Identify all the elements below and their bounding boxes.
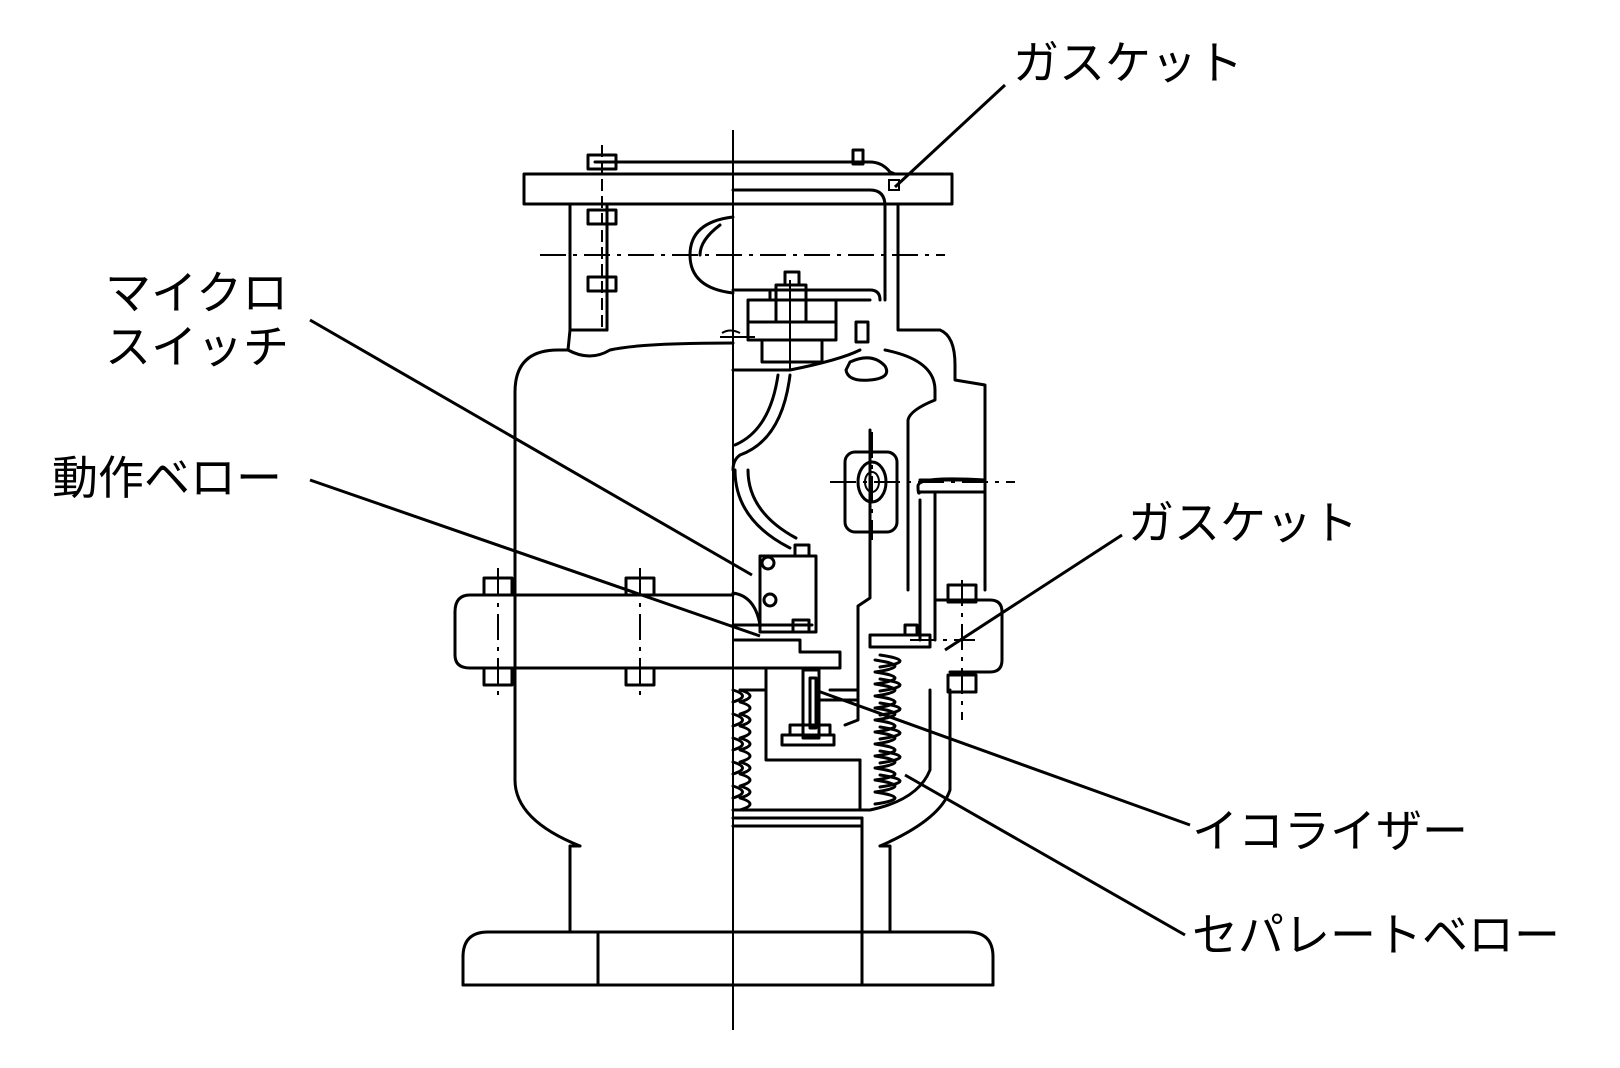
leader-gasket-right	[944, 533, 1123, 652]
leader-micro-switch	[309, 318, 753, 577]
label-operating-bellows: 動作ベロー	[52, 451, 282, 505]
terminal-block	[720, 270, 870, 370]
label-micro-switch-line1: マイクロ	[105, 266, 289, 320]
leader-equalizer	[814, 688, 1191, 827]
flange-bolts	[586, 145, 865, 330]
label-separate-bellows: セパレートベロー	[1192, 908, 1560, 962]
top-flange	[522, 160, 954, 332]
leader-gasket-top	[893, 83, 1007, 189]
body-shell	[513, 283, 952, 848]
internal-chamber	[731, 348, 1015, 712]
equalizer	[780, 668, 860, 747]
leader-operating-bellows	[309, 478, 761, 638]
middle-flange	[453, 568, 1004, 720]
label-gasket-right: ガスケット	[1128, 496, 1358, 550]
base-foot	[461, 816, 995, 987]
leader-separate-bellows	[904, 773, 1186, 937]
micro-switch	[731, 543, 818, 634]
label-gasket-top: ガスケット	[1013, 36, 1243, 90]
leader-lines	[309, 83, 1191, 937]
label-equalizer: イコライザー	[1192, 804, 1468, 858]
separate-bellows	[858, 623, 932, 812]
label-micro-switch-line2: スイッチ	[105, 320, 289, 374]
operating-bellows	[731, 638, 862, 812]
